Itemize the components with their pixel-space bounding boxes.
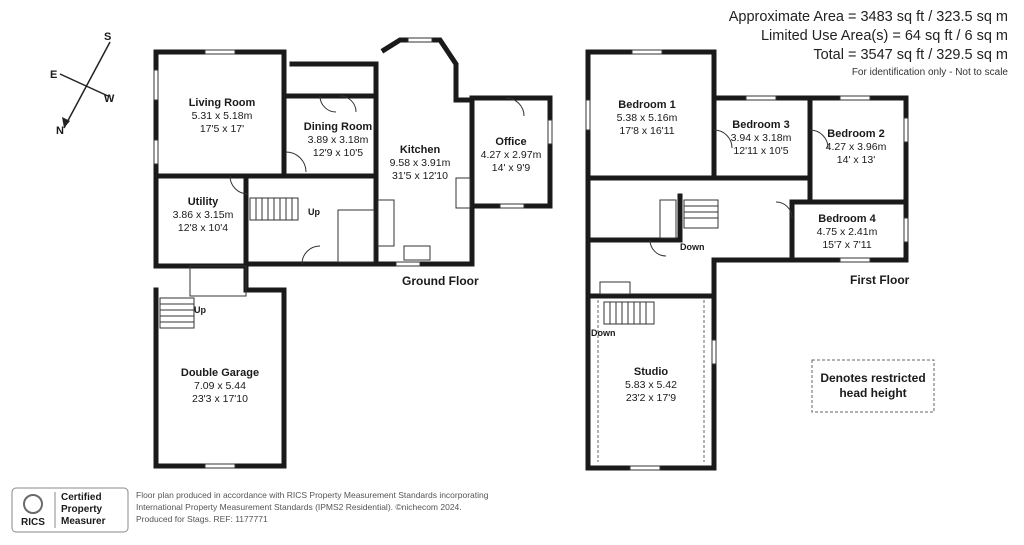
bedroom-4-name: Bedroom 4	[818, 213, 876, 225]
compass: S N E W	[50, 31, 115, 137]
bedroom-1-metric: 5.38 x 5.16m	[617, 112, 678, 124]
garage-name: Double Garage	[181, 367, 259, 379]
ground-floor-labels: Living Room 5.31 x 5.18m 17'5 x 17' Dini…	[173, 97, 542, 405]
total-area: Total = 3547 sq ft / 329.5 sq m	[813, 47, 1008, 63]
office-name: Office	[495, 136, 526, 148]
first-floor-label: First Floor	[850, 273, 910, 287]
ground-floor-label: Ground Floor	[402, 274, 479, 288]
dining-room-name: Dining Room	[304, 121, 373, 133]
garage-imperial: 23'3 x 17'10	[192, 393, 248, 405]
badge-line-1: Certified	[61, 492, 102, 503]
ground-floor-plan	[153, 37, 553, 469]
dining-room-metric: 3.89 x 3.18m	[308, 134, 369, 146]
compass-e: E	[50, 69, 57, 81]
studio-name: Studio	[634, 366, 668, 378]
area-summary: Approximate Area = 3483 sq ft / 323.5 sq…	[729, 8, 1008, 81]
bedroom-2-imperial: 14' x 13'	[837, 154, 875, 166]
legend-line-1: Denotes restricted	[820, 371, 925, 385]
compass-w: W	[104, 93, 115, 105]
first-floor-plan	[585, 49, 909, 471]
bedroom-3-metric: 3.94 x 3.18m	[731, 132, 792, 144]
footer-line-2: International Property Measurement Stand…	[136, 502, 462, 512]
bedroom-3-name: Bedroom 3	[732, 119, 789, 131]
living-room-name: Living Room	[189, 97, 256, 109]
utility-imperial: 12'8 x 10'4	[178, 222, 228, 234]
bedroom-4-imperial: 15'7 x 7'11	[822, 239, 872, 251]
garage-metric: 7.09 x 5.44	[194, 380, 246, 392]
office-imperial: 14' x 9'9	[492, 162, 531, 174]
kitchen-imperial: 31'5 x 12'10	[392, 170, 448, 182]
bedroom-3-imperial: 12'11 x 10'5	[733, 145, 788, 157]
bedroom-2-metric: 4.27 x 3.96m	[826, 141, 887, 153]
stairs-up-label-1: Up	[308, 207, 320, 217]
bedroom-2-name: Bedroom 2	[827, 128, 884, 140]
utility-metric: 3.86 x 3.15m	[173, 209, 234, 221]
stairs-down-label-2: Down	[591, 328, 616, 338]
footer-text: Floor plan produced in accordance with R…	[136, 489, 556, 525]
utility-name: Utility	[188, 196, 219, 208]
first-floor-labels: Bedroom 1 5.38 x 5.16m 17'8 x 16'11 Bedr…	[591, 99, 910, 404]
legend-line-2: head height	[839, 386, 906, 400]
scale-note: For identification only - Not to scale	[851, 67, 1008, 78]
rics-badge: RICS Certified Property Measurer	[11, 487, 129, 533]
restricted-height-legend: Denotes restricted head height	[811, 359, 935, 413]
footer-line-1: Floor plan produced in accordance with R…	[136, 490, 489, 500]
stairs-down-label-1: Down	[680, 242, 705, 252]
living-room-metric: 5.31 x 5.18m	[192, 110, 253, 122]
bedroom-1-name: Bedroom 1	[618, 99, 675, 111]
approximate-area: Approximate Area = 3483 sq ft / 323.5 sq…	[728, 9, 1008, 25]
limited-use-area: Limited Use Area(s) = 64 sq ft / 6 sq m	[760, 28, 1008, 44]
badge-line-3: Measurer	[61, 516, 106, 527]
studio-metric: 5.83 x 5.42	[625, 379, 677, 391]
kitchen-metric: 9.58 x 3.91m	[390, 157, 451, 169]
compass-n: N	[56, 125, 64, 137]
rics-logo-text: RICS	[21, 517, 45, 528]
bedroom-4-metric: 4.75 x 2.41m	[817, 226, 878, 238]
badge-line-2: Property	[61, 504, 103, 515]
footer-line-3: Produced for Stags. REF: 1177771	[136, 514, 268, 524]
compass-s: S	[104, 31, 111, 43]
rics-logo-icon	[23, 494, 43, 514]
kitchen-name: Kitchen	[400, 144, 441, 156]
bedroom-1-imperial: 17'8 x 16'11	[619, 125, 674, 137]
stairs-up-label-2: Up	[194, 305, 206, 315]
dining-room-imperial: 12'9 x 10'5	[313, 147, 363, 159]
living-room-imperial: 17'5 x 17'	[200, 123, 244, 135]
studio-imperial: 23'2 x 17'9	[626, 392, 676, 404]
office-metric: 4.27 x 2.97m	[481, 149, 542, 161]
